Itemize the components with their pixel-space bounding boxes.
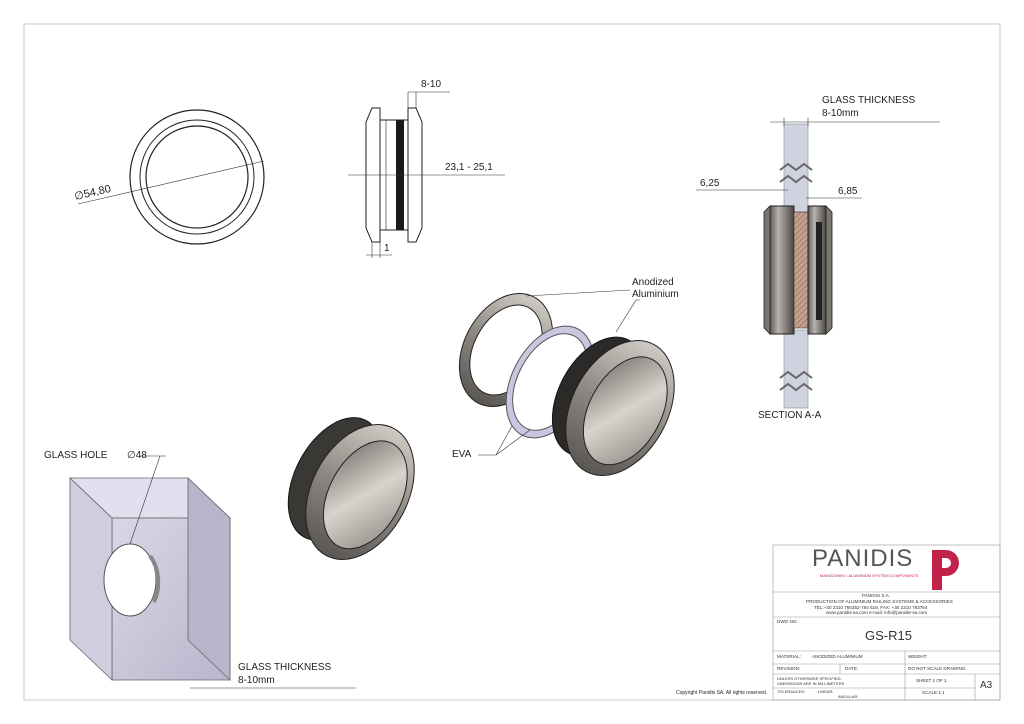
section-glass-thickness-label: GLASS THICKNESS — [822, 95, 916, 106]
length-range-dim: 23,1 - 25,1 — [445, 162, 493, 173]
side-view — [348, 91, 505, 258]
brand-tagline: MAKEDONIKI • ALUMINIUM SYSTEM COMPONENTS — [820, 573, 919, 578]
no-scale-note: DO NOT SCALE DRAWING — [908, 666, 966, 671]
date-label: DATE: — [845, 666, 859, 671]
company-line2: TEL:+30 2310 780352-784 519, FAX: +30 23… — [814, 605, 928, 610]
glass-hole-label: GLASS HOLE — [44, 450, 108, 461]
dwg-number: GS-R15 — [865, 628, 912, 643]
unless-note-2: DIMENSIONS ARE IN MILLIMETERS — [777, 681, 845, 686]
glass-plate — [69, 455, 356, 689]
exploded-view — [287, 289, 675, 560]
company-line3: www.panidis-sa.com e-mail: info@panidis-… — [826, 610, 928, 615]
lip-dim: 1 — [384, 243, 390, 254]
material-label: MATERIAL: — [777, 654, 801, 659]
linear-label: LINEAR: — [818, 689, 834, 694]
anodized-label-line1: Anodized — [632, 277, 674, 288]
section-view — [696, 118, 940, 409]
left-offset-dim: 6,25 — [700, 178, 720, 189]
hole-diameter-dim: ∅48 — [127, 450, 147, 461]
glass-thickness-bottom-value: 8-10mm — [238, 675, 275, 686]
scale-value: SCALE:1:1 — [922, 690, 945, 695]
weight-label: WEIGHT: — [908, 654, 928, 659]
section-glass-thickness-value: 8-10mm — [822, 108, 859, 119]
eva-label: EVA — [452, 449, 472, 460]
front-view — [77, 109, 265, 245]
glass-thickness-bottom-label: GLASS THICKNESS — [238, 662, 332, 673]
tolerances-label: TOLERANCES: — [777, 689, 806, 694]
sheet-number: SHEET 1 OF 1 — [916, 678, 947, 683]
panidis-logo-icon — [932, 550, 959, 590]
material-value: ANODIZED ALUMINIUM — [812, 654, 863, 659]
company-name: PANIDIS S.A. — [862, 593, 890, 598]
copyright: Copyright Panidis SA. All rights reserve… — [676, 690, 768, 696]
dwg-no-label: DWG NO. — [777, 619, 798, 624]
flange-dim: 8-10 — [421, 79, 442, 90]
unless-note-1: UNLESS OTHERWISE SPECIFIED: — [777, 676, 842, 681]
revision-label: REVISION: — [777, 666, 801, 671]
section-label: SECTION A-A — [758, 410, 822, 421]
right-offset-dim: 6,85 — [838, 186, 858, 197]
sheet-size: A3 — [980, 680, 993, 691]
company-line1: PRODUCTION OF ALUMINIUM RAILING SYSTEMS … — [806, 599, 953, 604]
brand-name: PANIDIS — [812, 545, 914, 572]
angular-label: ANGULAR: — [838, 694, 859, 699]
sheet-border — [23, 23, 1001, 701]
anodized-label-line2: Aluminium — [632, 289, 679, 300]
title-block — [772, 544, 1001, 701]
